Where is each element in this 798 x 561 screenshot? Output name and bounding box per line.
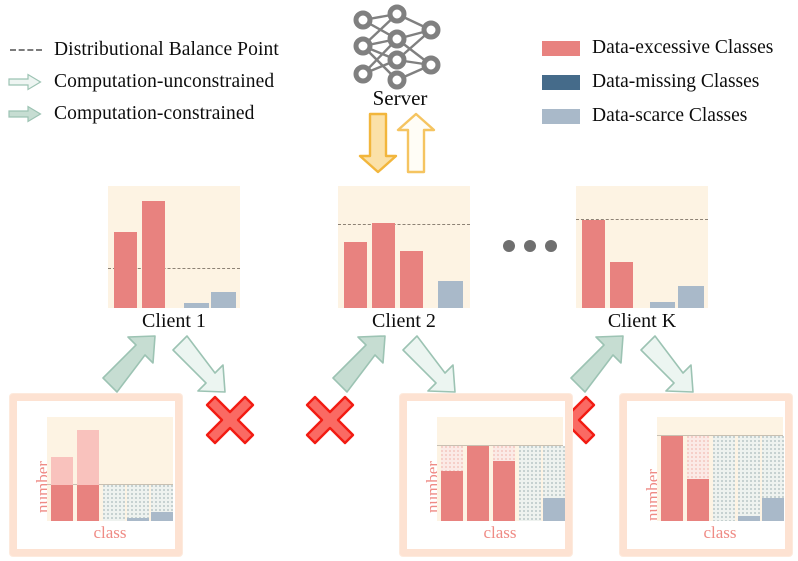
result-bar: [543, 498, 565, 521]
result-bar-placeholder: [127, 484, 149, 521]
balance-line-client-1: [108, 267, 240, 269]
result-bar: [441, 471, 463, 521]
result-2-xlabel: class: [483, 523, 517, 542]
legend-item-data-scarce: Data-scarce Classes: [542, 99, 792, 133]
legend-item-computation-unconstrained: Computation-unconstrained: [8, 66, 308, 98]
result-bar-placeholder: [519, 446, 541, 521]
legend-right: Data-excessive Classes Data-missing Clas…: [542, 31, 792, 133]
arrow-unconstrained-client-2: [398, 333, 464, 395]
result-bar-overlay: [687, 435, 709, 480]
download-arrow-icon: [358, 112, 398, 174]
client-chart-1: [108, 186, 240, 308]
red-x-icon: [305, 395, 355, 445]
dashed-line-icon: [8, 49, 54, 51]
result-2-balance-line: [437, 445, 563, 447]
result-bar-overlay: [51, 456, 73, 485]
legend-item-data-excessive: Data-excessive Classes: [542, 31, 792, 65]
result-bar: [77, 484, 99, 521]
legend-item-computation-constrained: Computation-constrained: [8, 98, 308, 130]
swatch-data-excessive-icon: [542, 40, 580, 56]
result-bar: [687, 479, 709, 521]
legend-label-balance-point: Distributional Balance Point: [54, 39, 279, 60]
legend-label-computation-unconstrained: Computation-unconstrained: [54, 71, 275, 92]
client-label-1: Client 1: [142, 310, 206, 332]
client-chart-k: [576, 186, 708, 308]
result-bar: [51, 484, 73, 521]
legend-label-data-excessive: Data-excessive Classes: [592, 37, 774, 58]
result-bar-overlay: [77, 429, 99, 485]
result-bar: [738, 515, 760, 521]
result-bar: [493, 460, 515, 521]
server-label: Server: [372, 86, 428, 110]
arrow-outline-icon: [8, 73, 54, 91]
client-bar: [114, 232, 137, 308]
result-bar: [127, 517, 149, 521]
legend-label-data-missing: Data-missing Classes: [592, 71, 760, 92]
result-bar: [661, 435, 683, 521]
arrow-constrained-client-k: [566, 333, 632, 395]
client-chart-2: [338, 186, 470, 308]
result-bar-overlay: [493, 446, 515, 461]
balance-line-client-k: [576, 219, 708, 221]
result-1-xlabel: class: [93, 523, 127, 542]
arrow-unconstrained-client-k: [636, 333, 702, 395]
arrow-constrained-client-2: [328, 333, 394, 395]
result-1-balance-line: [47, 483, 173, 485]
client-bar: [438, 281, 463, 308]
result-bar-placeholder: [738, 435, 760, 521]
client-label-k: Client K: [607, 310, 677, 332]
client-bar: [142, 200, 165, 308]
result-1-chart: [47, 417, 173, 521]
legend-item-data-missing: Data-missing Classes: [542, 65, 792, 99]
client-label-2: Client 2: [372, 310, 436, 332]
result-bar: [467, 446, 489, 521]
arrow-unconstrained-client-1: [168, 333, 234, 395]
client-bar: [344, 242, 367, 308]
legend-label-data-scarce: Data-scarce Classes: [592, 105, 748, 126]
result-panel-3: number class: [620, 394, 792, 556]
result-3-balance-line: [657, 434, 783, 436]
balance-line-client-2: [338, 224, 470, 226]
server-exchange-arrows: [356, 112, 438, 179]
swatch-data-missing-icon: [542, 74, 580, 90]
swatch-data-scarce-icon: [542, 108, 580, 124]
server-neural-network-icon: [330, 2, 470, 95]
client-bar: [650, 301, 675, 308]
client-bar: [400, 250, 423, 308]
client-bar: [211, 292, 236, 308]
client-bar: [372, 222, 395, 308]
result-panel-2: number class: [400, 394, 572, 556]
result-bar: [151, 511, 173, 521]
result-bar-placeholder: [103, 484, 125, 521]
arrow-filled-icon: [8, 105, 54, 123]
red-x-icon: [205, 395, 255, 445]
result-3-xlabel: class: [703, 523, 737, 542]
client-bar: [678, 286, 704, 308]
result-2-chart: [437, 417, 565, 521]
result-bar-placeholder: [713, 435, 735, 521]
client-bar: [582, 220, 605, 308]
result-3-chart: [657, 417, 784, 521]
arrow-constrained-client-1: [98, 333, 164, 395]
legend-left: Distributional Balance Point Computation…: [8, 34, 308, 130]
upload-arrow-icon: [396, 112, 436, 174]
result-bar-overlay: [441, 446, 463, 472]
client-bar: [610, 261, 633, 308]
legend-label-computation-constrained: Computation-constrained: [54, 103, 255, 124]
result-panel-1: number class: [10, 394, 182, 556]
ellipsis-more-clients: [503, 240, 557, 252]
legend-item-balance-point: Distributional Balance Point: [8, 34, 308, 66]
client-bar: [184, 303, 209, 308]
result-bar: [762, 498, 784, 521]
